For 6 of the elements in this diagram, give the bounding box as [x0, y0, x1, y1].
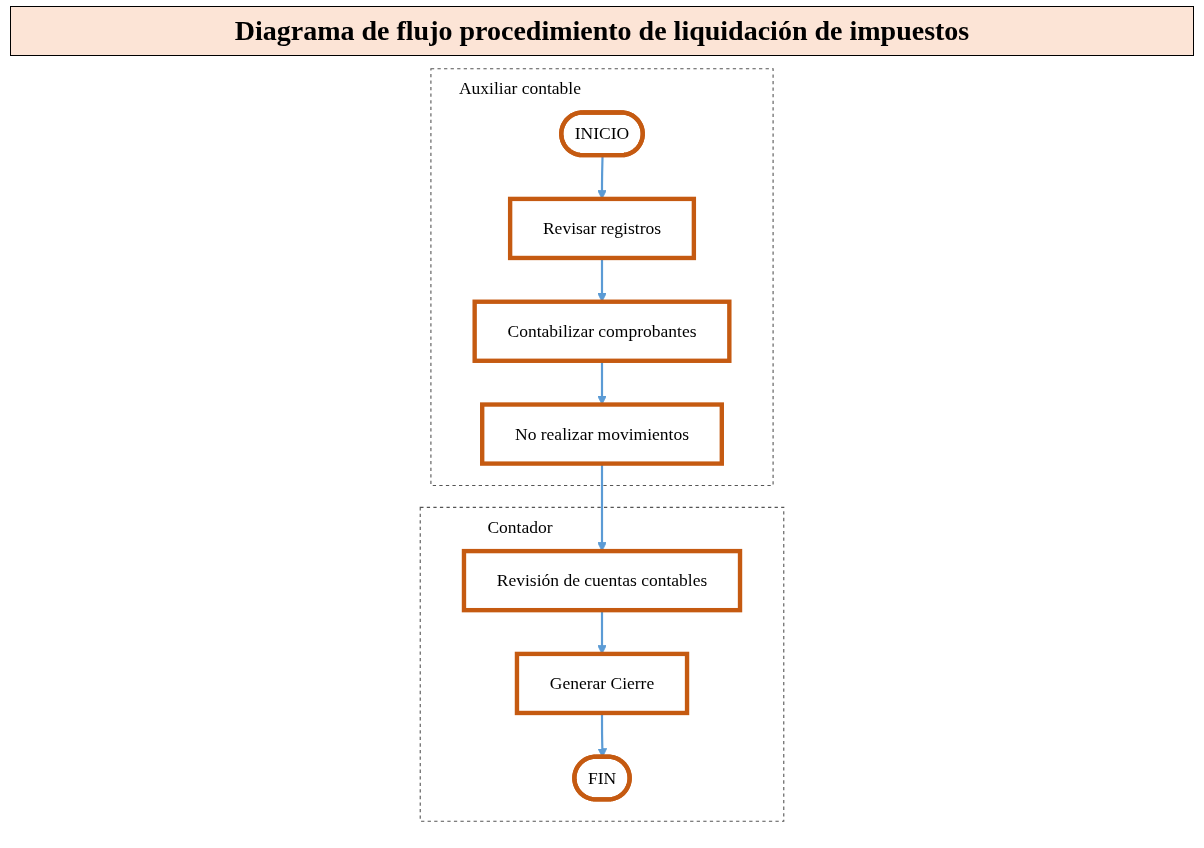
node-box: Contabilizar comprobantes: [472, 299, 732, 363]
node-box: Revisión de cuentas contables: [461, 548, 743, 613]
node-box: Revisar registros: [507, 196, 697, 261]
node-box: No realizar movimientos: [480, 402, 724, 466]
node-box: Generar Cierre: [514, 651, 690, 716]
diagram-title: Diagrama de flujo procedimiento de liquidación de impuestos: [10, 6, 1194, 56]
